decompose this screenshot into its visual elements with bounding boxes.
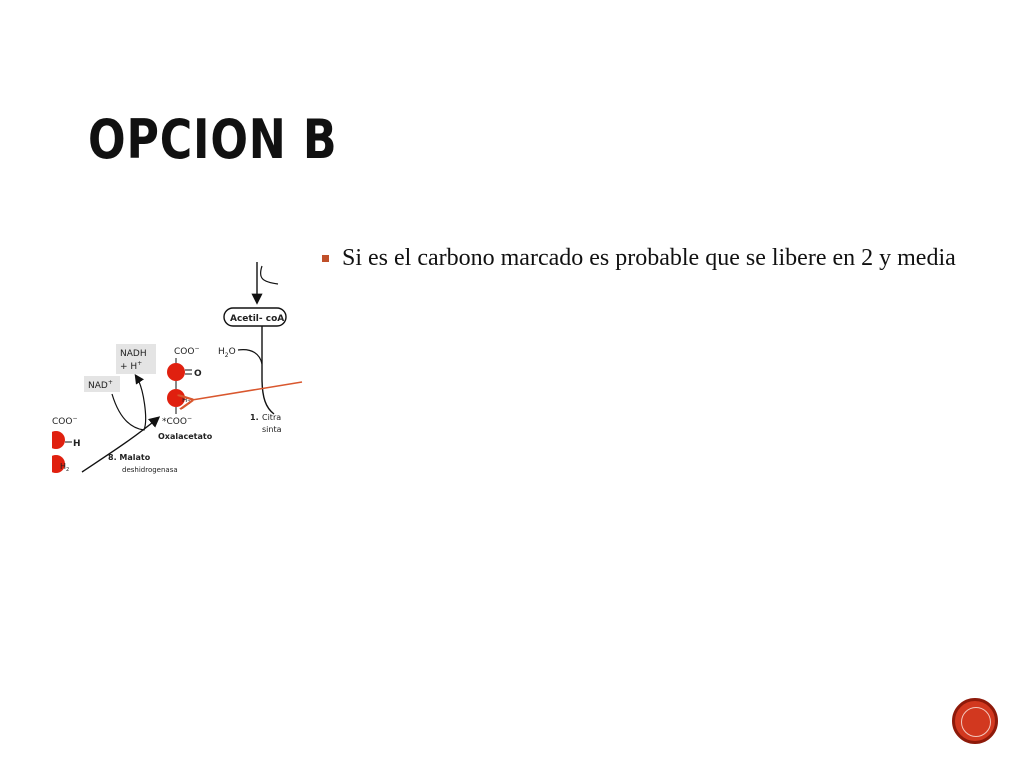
carbon-atom-2 [167, 363, 185, 381]
citrate-path [261, 326, 275, 415]
marked-carbon-arrow [192, 381, 303, 400]
step1-line1: Citra [262, 413, 281, 422]
bullet-item: Si es el carbono marcado es probable que… [322, 243, 962, 274]
slide-nav-button[interactable] [952, 698, 998, 744]
nad-nadh-arrow [111, 374, 147, 431]
step8-sub: deshidrogenasa [122, 466, 178, 474]
h2o-label: H [218, 347, 225, 357]
left-h2-label: H [60, 462, 66, 471]
bullet-list: Si es el carbono marcado es probable que… [322, 243, 962, 274]
nadh-box [116, 344, 156, 374]
left-carbon-atom-2 [52, 455, 65, 473]
svg-text:*COO−: *COO− [162, 415, 192, 427]
krebs-diagram: Acetil- coA H2O NADH + H+ NAD+ COO− O H2… [52, 262, 303, 474]
nadh-h-label: + H [120, 362, 137, 372]
coo-bottom-label: *COO [162, 417, 187, 427]
nadh-label: NADH [120, 349, 147, 359]
svg-text:H2: H2 [182, 396, 190, 406]
krebs-cycle-figure: Acetil- coA H2O NADH + H+ NAD+ COO− O H2… [52, 248, 304, 476]
coo-top-label: COO [174, 347, 194, 357]
nad-label: NAD [88, 381, 108, 391]
acetyl-coa-box [223, 307, 287, 327]
bullet-text: Si es el carbono marcado es probable que… [342, 245, 956, 271]
svg-text:COO−: COO− [52, 415, 77, 427]
left-carbon-atom-1 [52, 431, 65, 449]
svg-text:COO−: COO− [174, 345, 199, 357]
step1-number: 1. [250, 413, 259, 422]
oxaloacetate-label: Oxalacetato [158, 432, 213, 441]
square-bullet-icon [322, 255, 329, 262]
oxygen-label: O [194, 369, 202, 379]
circle-nav-icon [961, 707, 991, 737]
svg-text:NAD+: NAD+ [88, 379, 113, 391]
acetyl-coa-label: Acetil- coA [230, 314, 284, 324]
left-coo-label: COO [52, 417, 72, 427]
h2o-arrow [237, 349, 263, 365]
slide-title: OPCION B [88, 108, 338, 171]
malate-arrow [81, 416, 161, 473]
svg-text:H2O: H2O [218, 347, 236, 359]
svg-text:+ H+: + H+ [120, 360, 142, 372]
left-h-label: H [73, 439, 81, 449]
arc-arrow-top [259, 265, 279, 285]
svg-text:H2: H2 [60, 462, 69, 473]
step1-line2: sinta [262, 425, 282, 434]
nad-box [84, 376, 120, 392]
step8-label: 8. Malato [108, 453, 151, 462]
